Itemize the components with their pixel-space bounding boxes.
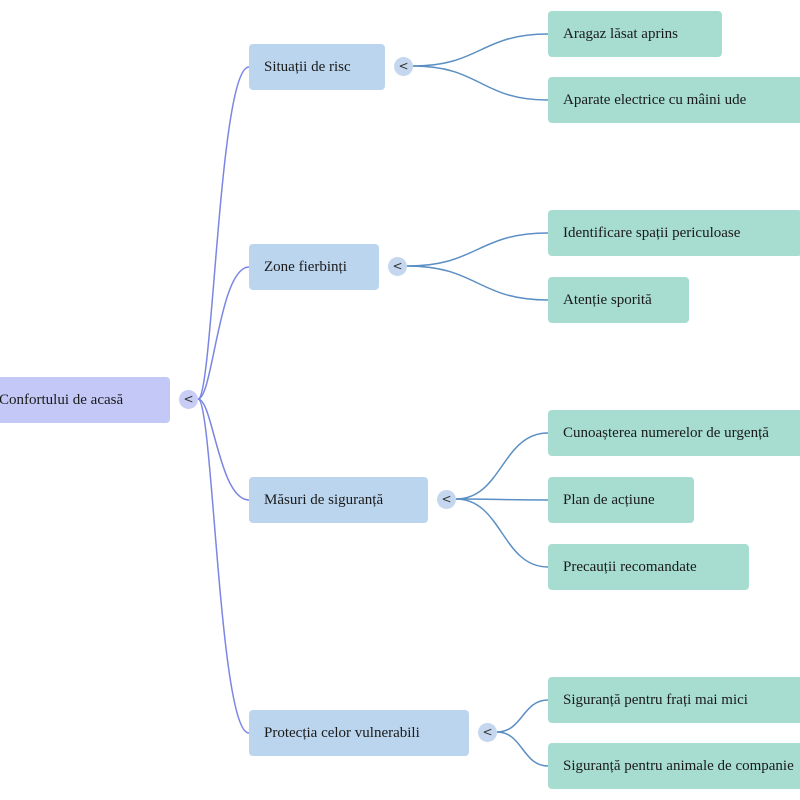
leaf-node[interactable]: Plan de acțiune <box>548 477 694 523</box>
root-node[interactable]: Confortului de acasă <box>0 377 170 423</box>
branch-label: Zone fierbinți <box>264 258 347 275</box>
root-branch-link <box>197 398 250 501</box>
leaf-label: Cunoașterea numerelor de urgență <box>563 424 769 441</box>
branch-node-protectia-celor-vulnerabili[interactable]: Protecția celor vulnerabili <box>249 710 469 756</box>
root-node-label: Confortului de acasă <box>0 391 124 408</box>
root-branch-link <box>197 398 250 734</box>
branch-leaf-link <box>455 498 549 568</box>
branch-leaf-link <box>412 33 549 67</box>
leaf-label: Plan de acțiune <box>563 491 655 508</box>
leaf-node[interactable]: Cunoașterea numerelor de urgență <box>548 410 800 456</box>
branch-node-zone-fierbinti[interactable]: Zone fierbinți <box>249 244 379 290</box>
leaf-node[interactable]: Aparate electrice cu mâini ude <box>548 77 800 123</box>
leaf-label: Atenție sporită <box>563 291 652 308</box>
root-branch-link <box>197 66 250 400</box>
branch-label: Măsuri de siguranță <box>264 491 384 508</box>
leaf-node[interactable]: Precauții recomandate <box>548 544 749 590</box>
branch-collapse-toggle[interactable]: < <box>388 257 407 276</box>
branch-leaf-link <box>496 731 549 767</box>
branch-leaf-link <box>412 65 549 101</box>
collapse-chevron-icon: < <box>398 59 409 73</box>
branch-leaf-link <box>406 265 549 301</box>
branch-leaf-link <box>455 498 549 501</box>
leaf-node[interactable]: Atenție sporită <box>548 277 689 323</box>
leaf-label: Siguranță pentru animale de companie <box>563 757 794 774</box>
branch-node-situatii-de-risc[interactable]: Situații de risc <box>249 44 385 90</box>
collapse-chevron-icon: < <box>441 492 452 506</box>
branch-collapse-toggle[interactable]: < <box>478 723 497 742</box>
leaf-node[interactable]: Identificare spații periculoase <box>548 210 800 256</box>
branch-collapse-toggle[interactable]: < <box>394 57 413 76</box>
root-collapse-toggle[interactable]: < <box>179 390 198 409</box>
branch-label: Protecția celor vulnerabili <box>264 724 420 741</box>
leaf-label: Identificare spații periculoase <box>563 224 741 241</box>
leaf-label: Aragaz lăsat aprins <box>563 25 678 42</box>
leaf-label: Precauții recomandate <box>563 558 697 575</box>
collapse-chevron-icon: < <box>392 259 403 273</box>
leaf-label: Aparate electrice cu mâini ude <box>563 91 747 108</box>
collapse-chevron-icon: < <box>482 725 493 739</box>
branch-node-masuri-de-siguranta[interactable]: Măsuri de siguranță <box>249 477 428 523</box>
branch-leaf-link <box>496 699 549 733</box>
branch-label: Situații de risc <box>264 58 351 75</box>
branch-collapse-toggle[interactable]: < <box>437 490 456 509</box>
root-branch-link <box>197 266 250 400</box>
branch-leaf-link <box>455 432 549 500</box>
collapse-chevron-icon: < <box>183 392 194 406</box>
leaf-node[interactable]: Aragaz lăsat aprins <box>548 11 722 57</box>
leaf-node[interactable]: Siguranță pentru frați mai mici <box>548 677 800 723</box>
leaf-node[interactable]: Siguranță pentru animale de companie <box>548 743 800 789</box>
branch-leaf-link <box>406 232 549 267</box>
leaf-label: Siguranță pentru frați mai mici <box>563 691 748 708</box>
